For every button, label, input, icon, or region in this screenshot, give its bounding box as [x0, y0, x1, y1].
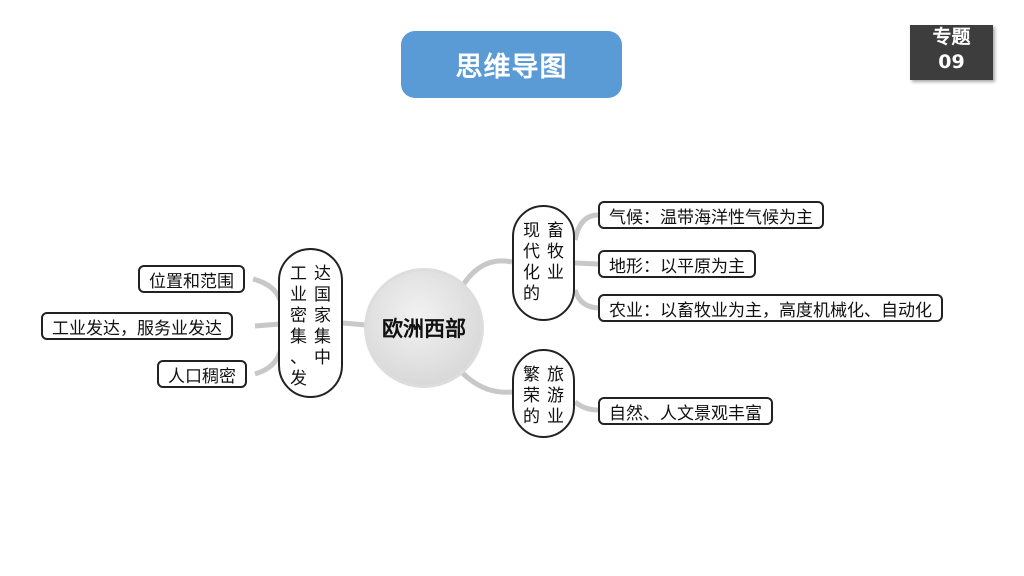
- topic-badge: 专题 09: [910, 25, 993, 80]
- leaf-climate: 气候：温带海洋性气候为主: [598, 201, 824, 229]
- leaf-location: 位置和范围: [138, 265, 245, 293]
- title-banner: 思维导图: [401, 31, 622, 98]
- badge-number: 09: [938, 51, 965, 73]
- column: 旅游业: [547, 365, 564, 427]
- column: 繁荣的: [523, 365, 540, 427]
- column: 工业密集、发: [290, 264, 307, 389]
- leaf-terrain: 地形：以平原为主: [598, 250, 756, 278]
- badge-label: 专题: [932, 26, 971, 48]
- connector: [252, 276, 283, 301]
- node-livestock: 现代化的 畜牧业: [512, 205, 575, 321]
- node-tourism: 繁荣的 旅游业: [512, 349, 575, 438]
- column: 畜牧业: [547, 221, 564, 283]
- leaf-industry: 工业发达，服务业发达: [41, 312, 233, 340]
- connector: [573, 400, 599, 413]
- connector: [574, 260, 599, 267]
- connector: [254, 321, 281, 329]
- connector: [254, 351, 283, 377]
- leaf-landscape: 自然、人文景观丰富: [598, 397, 773, 425]
- connector: [342, 320, 367, 328]
- center-label: 欧洲西部: [382, 317, 466, 341]
- column: 现代化的: [523, 221, 540, 304]
- leaf-population: 人口稠密: [157, 360, 247, 388]
- leaf-agriculture: 农业：以畜牧业为主，高度机械化、自动化: [598, 294, 943, 322]
- connector: [572, 212, 599, 241]
- column: 达国家集中: [314, 264, 331, 368]
- node-industry: 工业密集、发 达国家集中: [278, 248, 343, 398]
- connector: [572, 289, 599, 311]
- connector: [457, 258, 513, 292]
- center-node-globe: 欧洲西部: [364, 268, 484, 388]
